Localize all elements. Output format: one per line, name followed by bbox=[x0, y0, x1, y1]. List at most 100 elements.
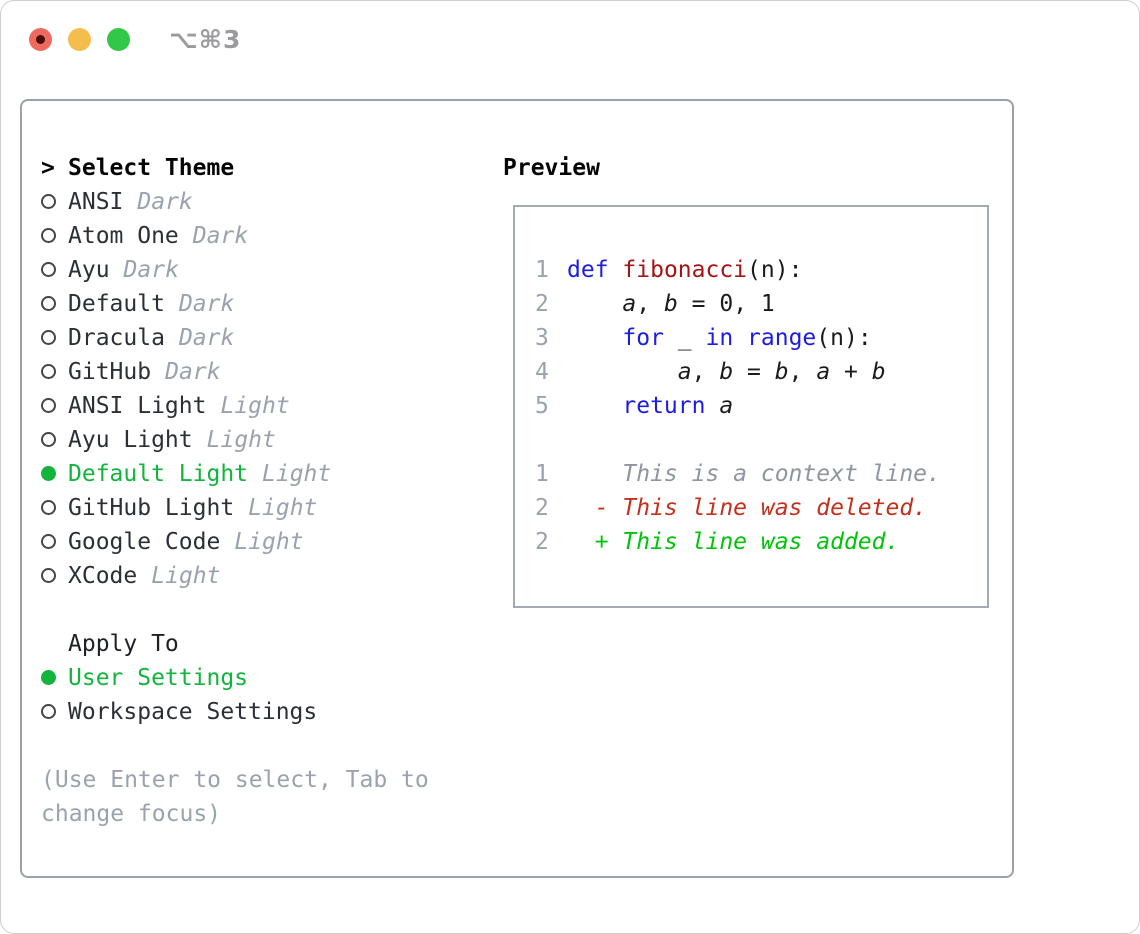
token-kw: return bbox=[622, 393, 706, 419]
option-label: XCode bbox=[68, 563, 138, 589]
option-variant-label: Light bbox=[206, 427, 276, 453]
token-kw: for bbox=[622, 325, 664, 351]
token-kw: range bbox=[747, 325, 817, 351]
radio-icon bbox=[41, 432, 56, 447]
window-title: ⌥⌘3 bbox=[169, 24, 242, 54]
token-kw: in bbox=[705, 325, 734, 351]
option-variant-label: Dark bbox=[137, 189, 193, 215]
token-var: a bbox=[816, 359, 831, 385]
radio-icon bbox=[41, 704, 56, 719]
line-number: 1 bbox=[535, 257, 549, 283]
option-label: Dracula bbox=[68, 325, 165, 351]
option-label: Ayu Light bbox=[68, 427, 193, 453]
option-label: ANSI Light bbox=[68, 393, 207, 419]
token-pl: , bbox=[788, 359, 817, 385]
option-variant-label: Dark bbox=[192, 223, 249, 249]
line-number: 2 bbox=[535, 291, 549, 317]
radio-icon bbox=[41, 534, 56, 549]
radio-icon bbox=[41, 194, 56, 209]
token-kw: def bbox=[567, 257, 609, 283]
token-pl bbox=[567, 359, 678, 385]
token-var: a bbox=[622, 291, 637, 317]
token-pl: (n): bbox=[747, 257, 803, 283]
token-var: b bbox=[871, 359, 886, 385]
token-fn: fibonacci bbox=[622, 257, 748, 283]
radio-icon bbox=[41, 296, 56, 311]
radio-icon bbox=[41, 500, 56, 515]
token-var: a bbox=[719, 393, 734, 419]
token-add: + This line was added. bbox=[567, 529, 900, 555]
traffic-lights bbox=[29, 27, 130, 51]
token-pl bbox=[609, 257, 623, 283]
token-pl: = 0, 1 bbox=[677, 291, 775, 317]
titlebar: ⌥⌘3 bbox=[1, 1, 1139, 77]
apply-to-header-row: Apply To bbox=[41, 627, 503, 661]
option-label: Atom One bbox=[68, 223, 179, 249]
line-number: 3 bbox=[535, 325, 549, 351]
radio-icon bbox=[41, 262, 56, 277]
option-label: User Settings bbox=[68, 665, 249, 691]
radio-icon bbox=[41, 364, 56, 379]
apply-option-user-settings[interactable]: User Settings bbox=[41, 661, 503, 695]
token-pl: _ bbox=[663, 325, 706, 351]
zoom-button[interactable] bbox=[107, 27, 130, 51]
token-pl bbox=[567, 291, 622, 317]
apply-to-title: Apply To bbox=[68, 631, 179, 657]
help-line-1: (Use Enter to select, Tab to bbox=[41, 767, 429, 793]
option-label: Default bbox=[68, 291, 165, 317]
token-pl bbox=[705, 393, 719, 419]
radio-icon bbox=[41, 228, 56, 243]
option-variant-label: Light bbox=[248, 495, 318, 521]
token-pl: , bbox=[636, 291, 664, 317]
code-line: 1 This is a context line. bbox=[535, 457, 987, 491]
theme-option-github-light[interactable]: GitHub Light Light bbox=[41, 491, 503, 525]
line-number: 2 bbox=[535, 529, 549, 555]
option-label: GitHub bbox=[68, 359, 152, 385]
selection-cursor: > bbox=[41, 155, 55, 181]
spacer bbox=[41, 593, 503, 627]
token-pl bbox=[733, 325, 747, 351]
code-line: 4 a, b = b, a + b bbox=[535, 355, 987, 389]
option-variant-label: Light bbox=[234, 529, 304, 555]
theme-option-ayu-light[interactable]: Ayu Light Light bbox=[41, 423, 503, 457]
line-number: 4 bbox=[535, 359, 549, 385]
option-variant-label: Light bbox=[220, 393, 290, 419]
token-var: a bbox=[677, 359, 692, 385]
token-pl: + bbox=[830, 359, 872, 385]
token-var: b bbox=[719, 359, 734, 385]
token-pl bbox=[567, 393, 622, 419]
token-var: b bbox=[663, 291, 678, 317]
select-theme-title: Select Theme bbox=[68, 155, 235, 181]
option-label: GitHub Light bbox=[68, 495, 235, 521]
token-pl: = bbox=[733, 359, 775, 385]
token-pl: , bbox=[691, 359, 720, 385]
radio-icon bbox=[41, 568, 56, 583]
option-label: Google Code bbox=[68, 529, 221, 555]
minimize-button[interactable] bbox=[68, 27, 91, 51]
theme-option-xcode[interactable]: XCode Light bbox=[41, 559, 503, 593]
option-variant-label: Dark bbox=[123, 257, 179, 283]
theme-option-atom-one[interactable]: Atom One Dark bbox=[41, 219, 503, 253]
close-button[interactable] bbox=[29, 27, 52, 51]
radio-icon bbox=[41, 330, 56, 345]
code-line: 1 def fibonacci(n): bbox=[535, 253, 987, 287]
apply-option-workspace-settings[interactable]: Workspace Settings bbox=[41, 695, 503, 729]
preview-header-row: Preview bbox=[503, 151, 989, 185]
theme-option-google-code[interactable]: Google Code Light bbox=[41, 525, 503, 559]
code-line: 3 for _ in range(n): bbox=[535, 321, 987, 355]
option-variant-label: Light bbox=[151, 563, 221, 589]
code-line: 2 a, b = 0, 1 bbox=[535, 287, 987, 321]
select-theme-header-row: > Select Theme bbox=[41, 151, 503, 185]
theme-option-ansi-light[interactable]: ANSI Light Light bbox=[41, 389, 503, 423]
